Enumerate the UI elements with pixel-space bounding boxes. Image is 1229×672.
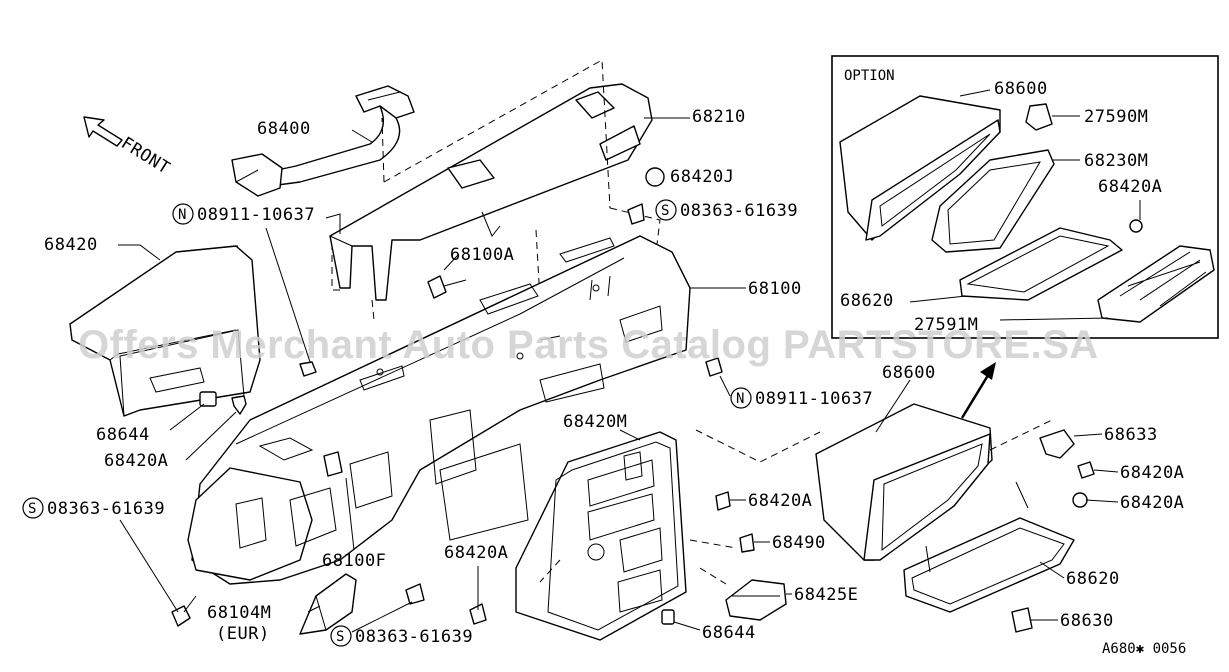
svg-text:S: S (336, 629, 344, 645)
option-title: OPTION (844, 68, 895, 84)
label-68420A-r1: 68420A (1120, 463, 1184, 483)
label-68425E: 68425E (794, 585, 858, 605)
option-lock-27590M (1025, 103, 1053, 131)
s-symbol-icon: S (22, 497, 44, 519)
front-label: FRONT (117, 133, 173, 178)
label-68210: 68210 (692, 107, 746, 127)
label-68420A-mid: 68420A (748, 491, 812, 511)
s-symbol-icon: S (330, 625, 352, 647)
option-box (831, 55, 1219, 339)
hinge-68633 (1039, 429, 1075, 459)
diagram-code: A680✱ 0056 (1102, 641, 1186, 657)
clip-68420A-mid (715, 491, 731, 511)
label-68620: 68620 (1066, 569, 1120, 589)
screw-08363-left (171, 595, 197, 627)
n-symbol-icon: N (172, 203, 194, 225)
s-symbol-icon: S (655, 199, 677, 221)
tray-68620 (903, 481, 1075, 613)
leader-lines (118, 89, 1141, 633)
nut-08911-mid (705, 357, 723, 377)
screw-68420A-r1 (1077, 461, 1095, 479)
screw-08363-bottom (405, 583, 425, 605)
label-68600: 68600 (882, 363, 936, 383)
label-68420A-r2: 68420A (1120, 493, 1184, 513)
screw-68100A (427, 275, 467, 299)
svg-text:S: S (28, 501, 36, 517)
guide-line (689, 539, 737, 585)
clip-68644-bottom (661, 609, 675, 625)
label-68644-left: 68644 (96, 425, 150, 445)
label-68400: 68400 (257, 119, 311, 139)
label-68420J: 68420J (670, 167, 734, 187)
label-68420A-left: 68420A (104, 451, 168, 471)
nut-08911-top (299, 361, 317, 377)
label-eur: (EUR) (216, 624, 270, 644)
center-finisher-68420M (515, 431, 687, 641)
option-label-68230M: 68230M (1084, 151, 1148, 171)
label-68100F: 68100F (322, 551, 386, 571)
damper-68630 (1011, 607, 1033, 633)
duct-68400 (231, 85, 415, 197)
label-08911-top: 08911-10637 (197, 205, 315, 225)
svg-text:S: S (661, 203, 669, 219)
up-arrow-icon (960, 362, 996, 419)
cluster-lid-68420 (69, 245, 261, 417)
front-arrow-icon (83, 116, 123, 147)
label-68644-bottom: 68644 (702, 623, 756, 643)
option-mat-27591M (1097, 245, 1215, 323)
label-68630: 68630 (1060, 611, 1114, 631)
label-68100A: 68100A (450, 245, 514, 265)
option-label-68620: 68620 (840, 291, 894, 311)
guide-line (539, 559, 561, 583)
label-08363-bottom: 08363-61639 (355, 627, 473, 647)
label-68633: 68633 (1104, 425, 1158, 445)
screw-68420A-r2 (1072, 492, 1088, 508)
screw-68420A-left (231, 395, 247, 415)
screw-08363-top (627, 203, 645, 225)
label-68420M: 68420M (563, 412, 627, 432)
n-symbol-icon: N (730, 387, 752, 409)
glove-box-68600 (815, 403, 993, 561)
option-glove-box-68600 (839, 95, 1001, 241)
guide-line (331, 248, 375, 321)
cover-68104M (299, 573, 357, 635)
option-seal-68230M (931, 149, 1055, 253)
clip-68644-left (199, 391, 217, 407)
cap-68420J (645, 167, 665, 187)
option-label-27591M: 27591M (914, 315, 978, 335)
label-68420A-center: 68420A (444, 543, 508, 563)
guide-line (609, 207, 661, 301)
svg-text:N: N (178, 207, 186, 223)
svg-text:N: N (736, 391, 744, 407)
label-68100: 68100 (748, 279, 802, 299)
label-08911-mid: 08911-10637 (755, 389, 873, 409)
option-label-27590M: 27590M (1084, 107, 1148, 127)
label-08363-left: 08363-61639 (47, 499, 165, 519)
label-08363-top: 08363-61639 (680, 201, 798, 221)
label-68490: 68490 (772, 533, 826, 553)
label-68104M: 68104M (207, 603, 271, 623)
lid-68425E (725, 579, 787, 621)
guide-line (381, 59, 611, 209)
option-label-68600: 68600 (994, 79, 1048, 99)
watermark: Offers Merchant Auto Parts Catalog PARTS… (78, 323, 1099, 367)
option-label-68420A: 68420A (1098, 177, 1162, 197)
option-screw-68420A (1129, 219, 1143, 233)
clip-68100F (323, 451, 343, 477)
clip-68490 (739, 533, 755, 553)
label-68420: 68420 (44, 235, 98, 255)
instrument-panel-68100 (187, 235, 691, 585)
